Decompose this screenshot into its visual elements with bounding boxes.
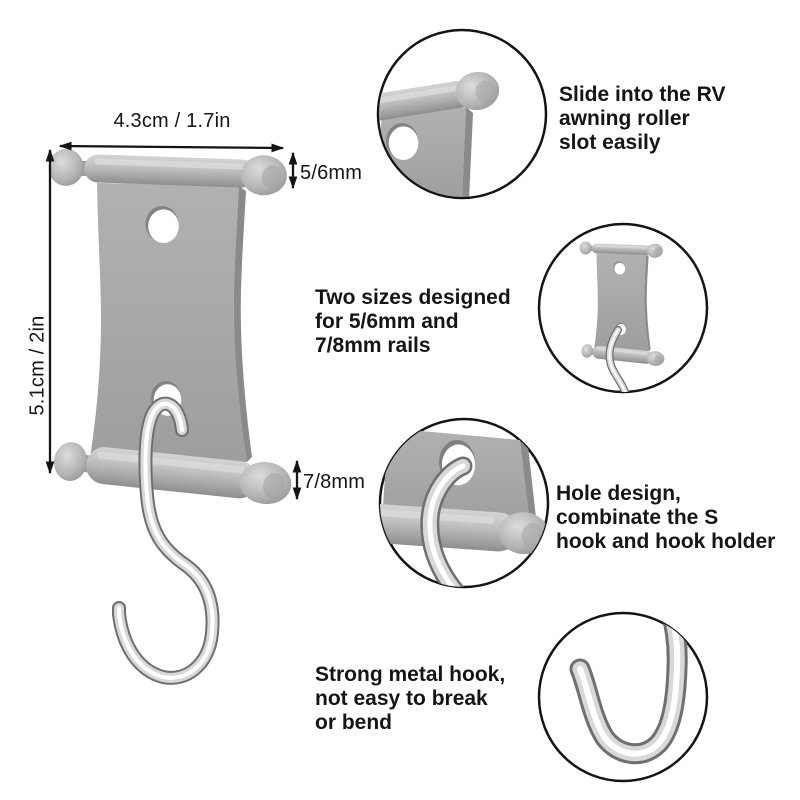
- callout-circle-hole-design: [378, 417, 550, 589]
- width-dimension-arrow: [58, 141, 285, 153]
- callout-line: combinate the S: [556, 506, 719, 529]
- callout-line: 7/8mm rails: [315, 334, 431, 357]
- callout-circle-two-sizes: [537, 222, 709, 394]
- callout-line: Hole design,: [556, 482, 681, 505]
- rail-size-bottom-label: 7/8mm: [303, 471, 366, 493]
- callout-line: slot easily: [559, 131, 661, 154]
- callout-circle-strong-hook: [537, 611, 709, 783]
- callout-text-slide: Slide into the RV awning roller slot eas…: [559, 83, 725, 155]
- dimension-height-label: 5.1cm / 2in: [26, 315, 49, 416]
- callout-line: for 5/6mm and: [315, 310, 459, 333]
- callout-circle-slide: [376, 28, 548, 200]
- callout-text-hole-design: Hole design, combinate the S hook and ho…: [556, 482, 775, 554]
- callout-text-two-sizes: Two sizes designed for 5/6mm and 7/8mm r…: [315, 286, 511, 358]
- rail-size-top-label: 5/6mm: [300, 162, 363, 184]
- callout-line: not easy to break: [315, 687, 488, 710]
- callout-line: Strong metal hook,: [315, 663, 506, 686]
- dimension-lines: [45, 141, 302, 501]
- callout-line: Two sizes designed: [315, 286, 511, 309]
- callout-line: Slide into the RV: [559, 83, 726, 106]
- callout-line: hook and hook holder: [556, 530, 776, 553]
- callout-text-strong-hook: Strong metal hook, not easy to break or …: [315, 663, 505, 735]
- main-product-illustration: [47, 147, 294, 678]
- callout-line: awning roller: [559, 107, 690, 130]
- dimension-width-label: 4.3cm / 1.7in: [113, 110, 231, 132]
- callout-line: or bend: [315, 711, 392, 734]
